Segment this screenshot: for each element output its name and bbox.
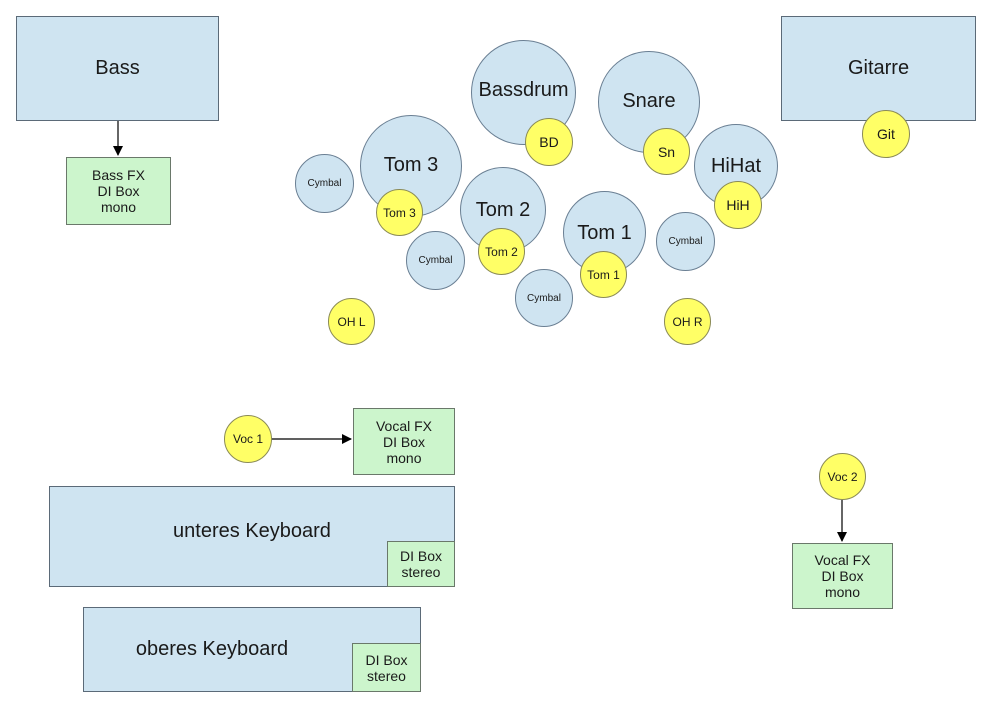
gitarre-amp: Gitarre [781,16,976,121]
hihat-label: HiHat [710,155,761,177]
cymbal-3: Cymbal [515,269,573,327]
mic-git: Git [862,110,910,158]
tom-1: Tom 1 [563,191,646,274]
bassdrum-label: Bassdrum [478,79,569,101]
mic-tom-2: Tom 2 [478,228,525,275]
mic-tom-3: Tom 3 [376,189,423,236]
mic-voc-2: Voc 2 [819,453,866,500]
bass-amp: Bass [16,16,219,121]
mic-hih: HiH [714,181,762,229]
mic-oh-l: OH L [328,298,375,345]
oberes-keyboard: oberes Keyboard [83,607,421,692]
vocal-fx-di-box-1: Vocal FX DI Box mono [353,408,455,475]
vocal-fx-di-box-2: Vocal FX DI Box mono [792,543,893,609]
di-box-stereo-upper: DI Box stereo [352,643,421,692]
cymbal-2: Cymbal [406,231,465,290]
cymbal-4: Cymbal [656,212,715,271]
tom-1-label: Tom 1 [577,222,632,244]
di-box-stereo-lower: DI Box stereo [387,541,455,587]
snare-label: Snare [622,90,676,112]
bass-fx-di-box: Bass FX DI Box mono [66,157,171,225]
mic-tom-1: Tom 1 [580,251,627,298]
mic-oh-r: OH R [664,298,711,345]
cymbal-1: Cymbal [295,154,354,213]
mic-bd: BD [525,118,573,166]
mic-sn: Sn [643,128,690,175]
mic-voc-1: Voc 1 [224,415,272,463]
tom-2-label: Tom 2 [475,199,531,221]
tom-3-label: Tom 3 [383,154,439,176]
